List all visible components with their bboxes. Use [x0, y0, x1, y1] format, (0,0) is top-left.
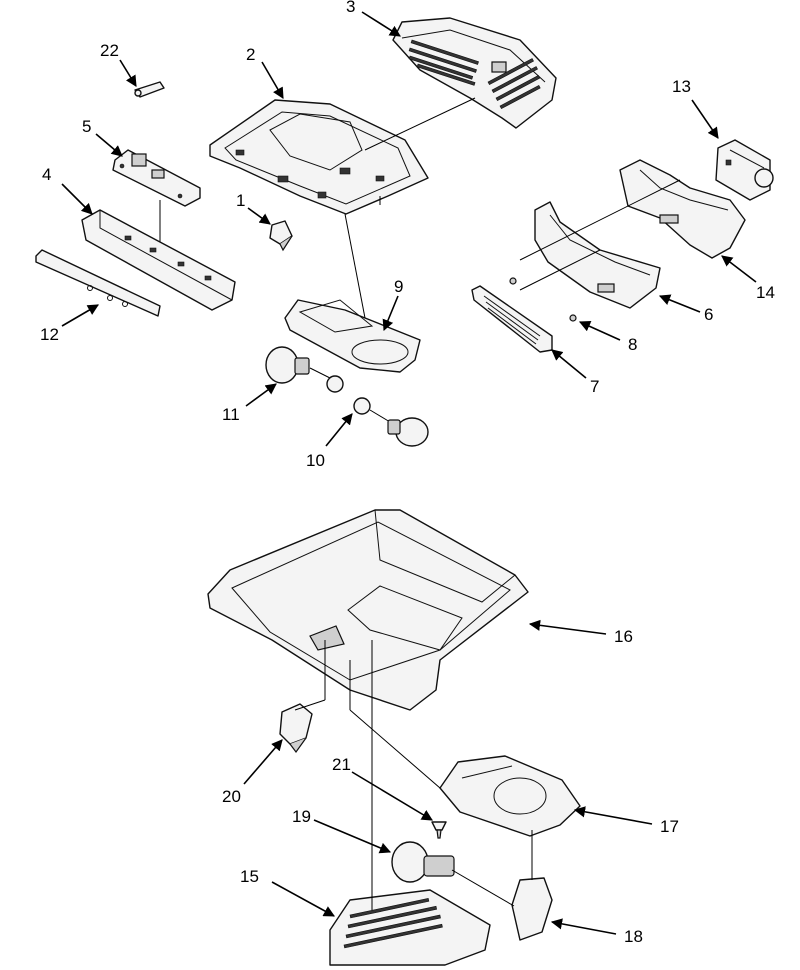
callout-2: 2: [246, 45, 255, 64]
part-21-screw: [431, 821, 447, 839]
arrow-18: [550, 918, 617, 935]
arrow-6: [658, 294, 701, 313]
part-13-socket-housing: [715, 139, 774, 201]
callout-21: 21: [332, 755, 351, 774]
arrow-8: [578, 321, 621, 341]
arrow-14: [721, 255, 757, 283]
callout-18: 18: [624, 927, 643, 946]
callout-16: 16: [614, 627, 633, 646]
part-22-clip: [134, 81, 165, 98]
callout-3: 3: [346, 0, 355, 16]
callout-10: 10: [306, 451, 325, 470]
callout-13: 13: [672, 77, 691, 96]
arrow-1: [247, 207, 271, 225]
arrow-2: [261, 61, 284, 99]
arrow-17: [573, 806, 653, 825]
callout-6: 6: [704, 305, 713, 324]
part-10-socket: [326, 375, 429, 447]
callout-9: 9: [394, 277, 403, 296]
arrow-10: [325, 413, 353, 447]
callout-19: 19: [292, 807, 311, 826]
arrow-11: [245, 383, 277, 407]
callout-arrows: [61, 11, 757, 935]
callout-7: 7: [590, 377, 599, 396]
part-20-switch: [279, 703, 313, 754]
callout-1: 1: [236, 191, 245, 210]
callout-4: 4: [42, 165, 51, 184]
arrow-4: [61, 183, 93, 215]
arrow-22: [119, 59, 137, 87]
part-19-lower-bulb: [391, 841, 455, 883]
part-15-lower-vent: [329, 889, 491, 966]
callout-8: 8: [628, 335, 637, 354]
part-8-screw: [509, 277, 577, 322]
arrow-15: [271, 881, 335, 917]
part-6-front-housing: [534, 201, 661, 309]
arrow-3: [361, 11, 401, 37]
callout-22: 22: [100, 41, 119, 60]
callout-5: 5: [82, 117, 91, 136]
part-12-overlay: [35, 249, 161, 317]
arrow-16: [528, 619, 607, 635]
arrow-13: [691, 99, 719, 139]
part-16-main-tray: [207, 509, 529, 711]
part-18-lower-socket: [511, 877, 553, 941]
arrow-7: [551, 349, 587, 379]
callout-20: 20: [222, 787, 241, 806]
part-9-light-shield: [284, 299, 421, 373]
arrow-9: [382, 295, 399, 332]
callout-14: 14: [756, 283, 775, 302]
callout-11: 11: [222, 405, 240, 424]
arrow-20: [243, 739, 283, 785]
part-4-control-housing: [81, 209, 236, 311]
arrow-19: [313, 819, 392, 854]
part-14-right-housing: [619, 159, 746, 259]
part-17-lower-shield: [439, 755, 581, 837]
arrow-12: [61, 304, 99, 327]
arrow-21: [351, 771, 433, 821]
part-7-grille: [471, 285, 553, 353]
part-1-switch: [269, 220, 293, 252]
callout-labels: 1 2 3 4 5 6 7 8 9 10 11 12 13 14 15 16 1…: [40, 0, 775, 946]
callout-15: 15: [240, 867, 259, 886]
part-2-frame: [209, 99, 429, 215]
callout-12: 12: [40, 325, 59, 344]
arrow-5: [95, 133, 123, 157]
part-3-top-vent-cover: [392, 17, 557, 129]
callout-17: 17: [660, 817, 679, 836]
part-11-bulb: [265, 346, 331, 384]
